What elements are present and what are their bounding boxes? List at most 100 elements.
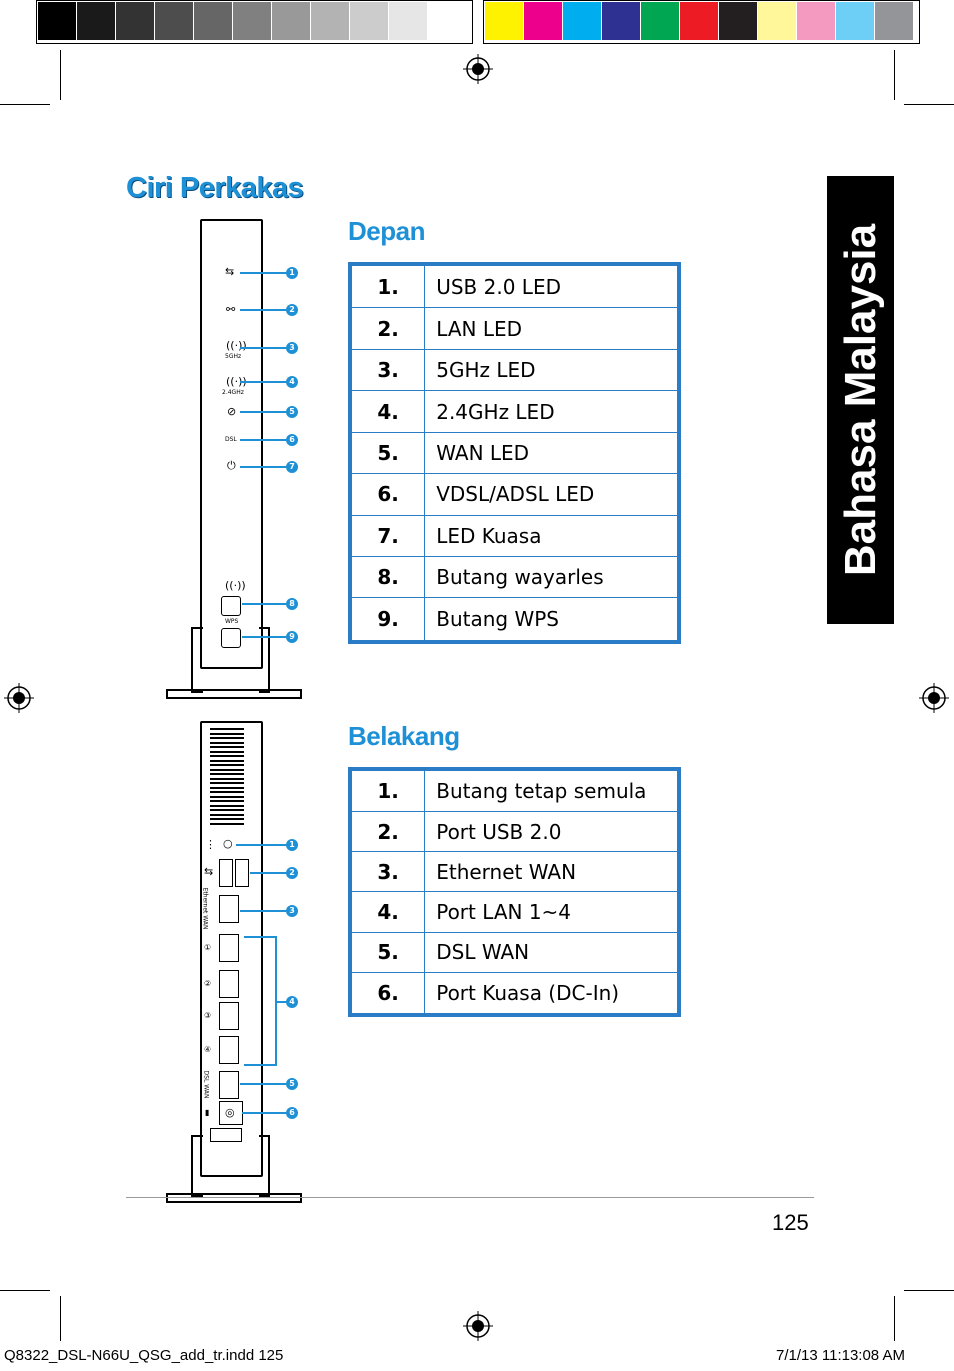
registration-mark-icon: [463, 1311, 493, 1341]
page-number: 125: [772, 1210, 809, 1235]
callout-1: 1: [286, 267, 298, 279]
callout-2: 2: [286, 304, 298, 316]
power-switch[interactable]: [210, 1128, 242, 1142]
vent-slot: [210, 822, 244, 825]
callout-line: [240, 411, 286, 413]
callout-line: [240, 1083, 286, 1085]
row-number: 3.: [349, 348, 426, 392]
gray-swatch: [116, 2, 154, 40]
callout-line: [242, 1112, 286, 1114]
callout-3: 3: [286, 342, 298, 354]
row-number: 4.: [349, 390, 426, 433]
callout-line: [240, 439, 286, 441]
wireless-button[interactable]: [221, 596, 241, 616]
reset-button-hole-icon[interactable]: ○: [223, 837, 233, 850]
vent-grille: [202, 728, 258, 828]
usb-port-icon: ⇆: [204, 865, 214, 878]
back-stand-left: [191, 1135, 203, 1197]
lan-bracket: [244, 936, 277, 1066]
row-number: 9.: [349, 597, 426, 643]
table-row: 4.2.4GHz LED: [349, 390, 680, 433]
callout-5: 5: [286, 406, 298, 418]
lan-port-4[interactable]: [219, 1036, 239, 1064]
color-swatch: [719, 2, 757, 40]
row-label: Port USB 2.0: [424, 811, 680, 853]
row-number: 6.: [349, 971, 426, 1016]
table-row: 5.WAN LED: [349, 431, 680, 475]
row-number: 3.: [349, 851, 426, 893]
crop-mark: [60, 50, 61, 100]
vent-slot: [210, 759, 244, 762]
dsl-wan-port[interactable]: [219, 1071, 239, 1099]
row-number: 6.: [349, 473, 426, 516]
color-swatch: [485, 2, 523, 40]
color-swatch: [875, 2, 913, 40]
language-side-tab: Bahasa Malaysia: [827, 176, 894, 624]
globe-wan-icon: ⊘: [227, 405, 237, 418]
front-heading: Depan: [348, 216, 425, 246]
vent-slot: [210, 741, 244, 744]
usb-port-1[interactable]: [219, 859, 233, 887]
row-label: Butang wayarles: [424, 556, 680, 599]
lan-port-2[interactable]: [219, 970, 239, 998]
row-label: Ethernet WAN: [424, 851, 680, 893]
vent-slot: [210, 768, 244, 771]
lan-1-icon: ①: [204, 943, 212, 952]
row-number: 8.: [349, 556, 426, 599]
gray-swatch: [311, 2, 349, 40]
registration-mark-icon: [919, 683, 949, 713]
gray-swatch: [272, 2, 310, 40]
row-number: 5.: [349, 431, 426, 475]
vent-slot: [210, 732, 244, 735]
ethernet-wan-port[interactable]: [219, 895, 239, 923]
power-icon: ⏻: [227, 459, 236, 472]
gray-swatch: [389, 2, 427, 40]
callout-4: 4: [286, 376, 298, 388]
crop-mark: [894, 50, 895, 100]
vent-slot: [210, 786, 244, 789]
gray-swatch: [350, 2, 388, 40]
vent-slot: [210, 813, 244, 816]
row-label: Butang WPS: [424, 597, 680, 643]
gray-swatch: [428, 2, 466, 40]
callout-line: [240, 466, 286, 468]
front-stand-right: [259, 627, 270, 693]
row-label: Port LAN 1~4: [424, 891, 680, 933]
lan-port-1[interactable]: [219, 934, 239, 962]
row-number: 7.: [349, 514, 426, 558]
wps-button[interactable]: [221, 628, 241, 648]
vent-slot: [210, 809, 244, 811]
row-number: 2.: [349, 811, 426, 853]
gray-swatch: [77, 2, 115, 40]
table-row: 6.VDSL/ADSL LED: [349, 473, 680, 516]
callout-line: [240, 272, 286, 274]
row-number: 2.: [349, 307, 426, 350]
callout-7: 7: [286, 461, 298, 473]
color-swatch: [602, 2, 640, 40]
callout-8: 8: [286, 598, 298, 610]
color-swatch: [836, 2, 874, 40]
usb-port-2[interactable]: [235, 859, 249, 887]
callout-9: 9: [286, 631, 298, 643]
language-side-tab-label: Bahasa Malaysia: [835, 223, 885, 577]
row-number: 1.: [349, 768, 426, 813]
table-row: 6.Port Kuasa (DC-In): [349, 971, 680, 1016]
page-title: Ciri Perkakas: [126, 172, 304, 204]
front-device-body: [200, 219, 263, 669]
color-swatch: [680, 2, 718, 40]
back-callout-5: 5: [286, 1078, 298, 1090]
footer-rule: [126, 1197, 814, 1198]
row-label: DSL WAN: [424, 931, 680, 973]
callout-line: [242, 636, 286, 638]
table-row: 1.USB 2.0 LED: [349, 263, 680, 309]
lan-2-icon: ②: [204, 979, 212, 988]
lan-port-3[interactable]: [219, 1002, 239, 1030]
color-swatch: [524, 2, 562, 40]
table-row: 8.Butang wayarles: [349, 556, 680, 599]
back-callout-2: 2: [286, 867, 298, 879]
row-label: VDSL/ADSL LED: [424, 473, 680, 516]
label-24ghz: 2.4GHz: [222, 389, 244, 396]
vent-slot: [210, 777, 244, 780]
vent-slot: [210, 750, 244, 753]
